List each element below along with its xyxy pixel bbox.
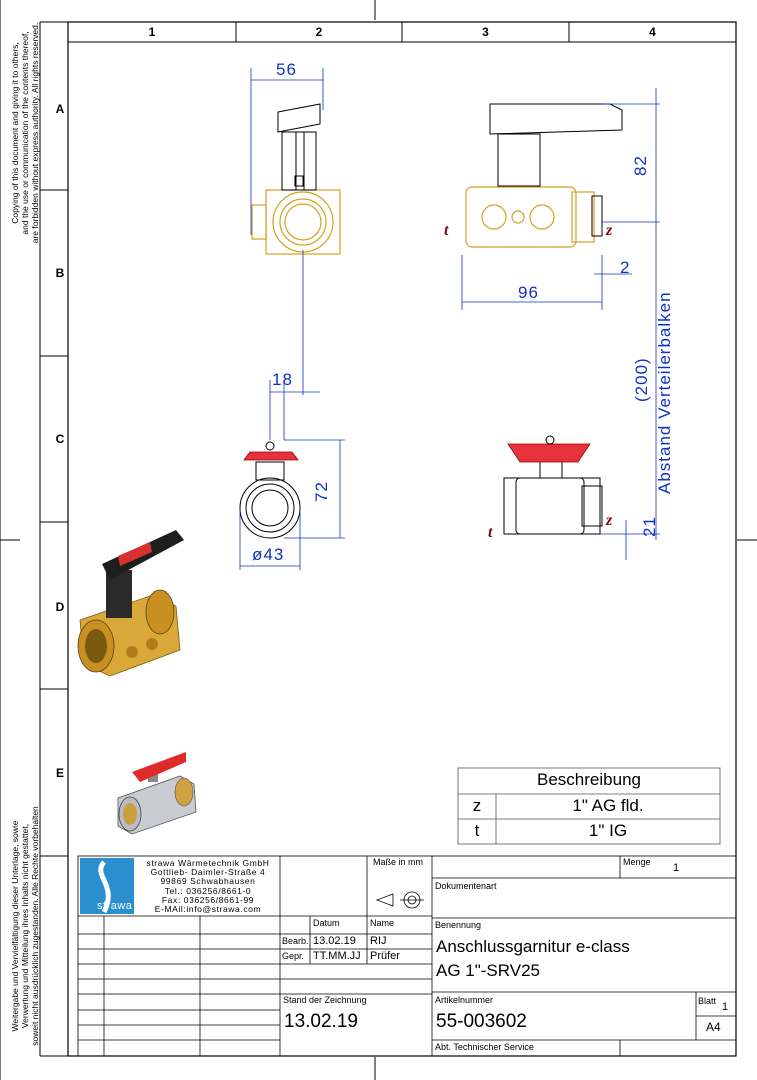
dimension-thickness: 18 xyxy=(272,370,293,389)
scale-label: Maße in mm xyxy=(373,857,424,867)
row-label: B xyxy=(55,266,65,280)
copyright-german: Weitergabe und Vervielfältigung dieser U… xyxy=(10,806,40,1046)
name-label: Name xyxy=(370,918,395,928)
datum-label: Datum xyxy=(313,918,340,928)
description-value: 1" AG fld. xyxy=(572,796,644,815)
artikel-value: 55-003602 xyxy=(436,1011,527,1032)
brass-valve-3d-image xyxy=(77,530,184,677)
format-value: A4 xyxy=(706,1020,721,1034)
dimension-width-top: 56 xyxy=(276,60,297,79)
stand-label: Stand der Zeichnung xyxy=(283,995,367,1005)
bearb-label: Bearb. xyxy=(282,936,309,946)
menge-value: 1 xyxy=(673,862,680,874)
dimension-spacing: (200) xyxy=(632,357,651,402)
row-label: A xyxy=(55,102,65,116)
company-address: strawa Wärmetechnik GmbH Gottlieb- Daiml… xyxy=(146,858,270,915)
gepr-label: Gepr. xyxy=(282,951,305,961)
stand-value: 13.02.19 xyxy=(284,1011,358,1032)
label-z-bottom: z xyxy=(606,512,613,529)
gepr-name: Prüfer xyxy=(370,950,400,962)
bearb-name: RIJ xyxy=(370,935,387,947)
description-key: t xyxy=(474,821,480,840)
label-t-top: t xyxy=(444,222,449,239)
title-line2: AG 1"-SRV25 xyxy=(436,961,540,980)
artikel-label: Artikelnummer xyxy=(435,995,494,1005)
dimension-diameter: ø43 xyxy=(252,545,285,564)
gepr-date: TT.MM.JJ xyxy=(313,950,361,962)
description-key: z xyxy=(472,796,482,815)
department-label: Abt. Technischer Service xyxy=(435,1042,534,1052)
dimension-offset-bottom: 21 xyxy=(640,516,659,537)
dimension-height-valve: 72 xyxy=(312,481,331,502)
description-value: 1" IG xyxy=(588,821,628,840)
copyright-english: Copying of this document and giving it t… xyxy=(10,22,40,244)
dokumentenart-label: Dokumentenart xyxy=(435,881,497,891)
chrome-valve-3d-image xyxy=(117,752,197,835)
menge-label: Menge xyxy=(623,857,651,867)
column-label: 3 xyxy=(482,25,489,39)
row-label: C xyxy=(55,432,65,446)
label-t-bottom: t xyxy=(488,524,493,541)
dimension-offset: 2 xyxy=(620,258,631,277)
projection-symbol-icon xyxy=(375,891,424,909)
dimension-length: 96 xyxy=(518,283,539,302)
dimension-spacing-label: Abstand Verteilerbalken xyxy=(655,291,674,494)
benennung-label: Benennung xyxy=(435,920,482,930)
column-label: 2 xyxy=(315,25,323,39)
row-label: E xyxy=(55,766,64,780)
column-label: 4 xyxy=(649,25,656,39)
dimension-height-handle: 82 xyxy=(631,155,650,176)
title-line1: Anschlussgarnitur e-class xyxy=(436,937,630,956)
blatt-label: Blatt xyxy=(698,996,717,1006)
blatt-value: 1 xyxy=(722,1001,729,1013)
description-header: Beschreibung xyxy=(537,770,641,789)
column-label: 1 xyxy=(148,25,156,39)
logo-text: strawa xyxy=(97,900,133,912)
bearb-date: 13.02.19 xyxy=(313,935,356,947)
label-z-top: z xyxy=(606,222,613,239)
row-label: D xyxy=(55,600,65,614)
